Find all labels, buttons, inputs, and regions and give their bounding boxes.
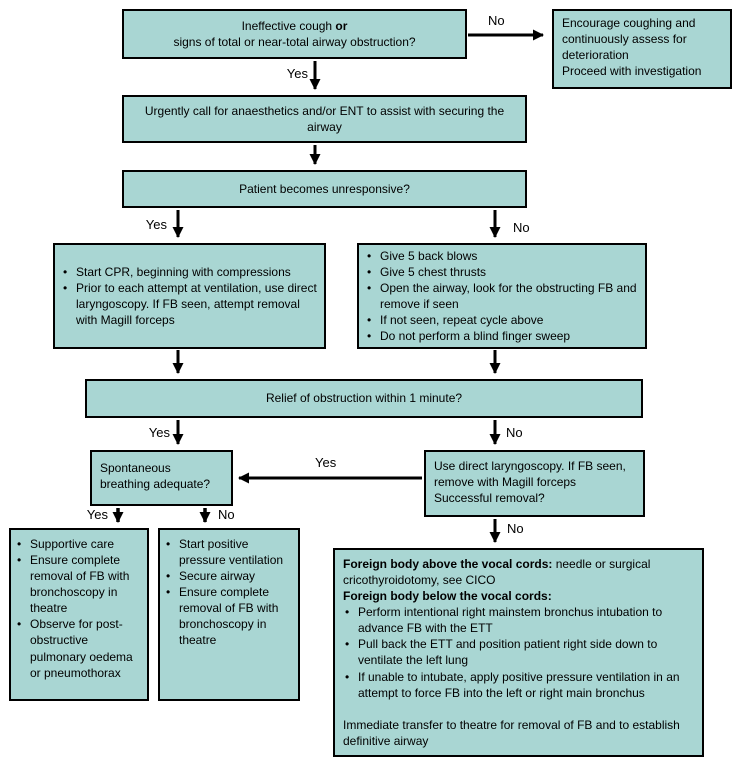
bullet-item: Do not perform a blind finger sweep [365,328,639,344]
bullet-item: If not seen, repeat cycle above [365,312,639,328]
proceed-investigation-text: Proceed with investigation [562,64,702,79]
bullet-item: Prior to each attempt at ventilation, us… [61,280,318,328]
bullet-item: Perform intentional right mainstem bronc… [343,604,694,636]
bullet-item: Start CPR, beginning with compressions [61,264,318,280]
successful-removal-text: Successful removal? [434,491,545,506]
edge-label-no-unresponsive: No [513,220,530,235]
node-call-anaesthetics: Urgently call for anaesthetics and/or EN… [122,95,527,143]
bullet-item: Open the airway, look for the obstructin… [365,280,639,312]
bullet-item: If unable to intubate, apply positive pr… [343,669,694,701]
bullet-item: Give 5 chest thrusts [365,264,639,280]
edge-label-no-start: No [488,13,505,28]
node-relief-question: Relief of obstruction within 1 minute? [85,379,643,418]
node-foreign-body-plan: Foreign body above the vocal cords: need… [333,548,704,757]
bullet-item: Ensure complete removal of FB with bronc… [15,552,143,616]
theatre-transfer-text: Immediate transfer to theatre for remova… [343,717,680,748]
initial-question-line1-regular: Ineffective cough [241,18,336,33]
initial-question-line1-bold: or [335,18,348,33]
edge-label-no-relief: No [506,425,523,440]
node-encourage-coughing: Encourage coughing and continuously asse… [552,9,732,89]
cpr-bullet-list: Start CPR, beginning with compressions P… [61,264,318,328]
bullet-item: Ensure complete removal of FB with bronc… [164,584,294,648]
edge-label-no-removal: No [507,521,524,536]
relief-question-text: Relief of obstruction within 1 minute? [265,391,463,406]
positive-pressure-bullet-list: Start positive pressure ventilation Secu… [164,536,294,649]
back-blows-bullet-list: Give 5 back blows Give 5 chest thrusts O… [365,248,639,345]
initial-question-line2: signs of total or near-total airway obst… [173,35,416,49]
edge-label-yes-start: Yes [286,66,308,81]
foreign-body-above-heading: Foreign body above the vocal cords: need… [343,556,694,588]
foreign-body-below-heading: Foreign body below the vocal cords: [343,589,552,604]
laryngoscopy-text: Use direct laryngoscopy. If FB seen, rem… [434,459,626,490]
breathing-question-text: Spontaneous breathing adequate? [100,461,211,492]
node-laryngoscopy: Use direct laryngoscopy. If FB seen, rem… [424,450,645,517]
bullet-item: Observe for post-obstructive pulmonary o… [15,616,143,680]
initial-question-line1: Ineffective cough or [242,18,348,34]
bullet-item: Give 5 back blows [365,248,639,264]
edge-label-yes-removal: Yes [315,455,337,470]
foreign-body-bullet-list: Perform intentional right mainstem bronc… [343,604,694,700]
node-supportive-care: Supportive care Ensure complete removal … [9,528,149,701]
bullet-item: Start positive pressure ventilation [164,536,294,568]
node-unresponsive-question: Patient becomes unresponsive? [122,170,527,208]
node-initial-question: Ineffective cough or signs of total or n… [122,9,467,59]
node-cpr: Start CPR, beginning with compressions P… [53,243,326,349]
spacer [343,701,694,717]
foreign-body-above-bold: Foreign body above the vocal cords: [343,557,553,571]
node-back-blows: Give 5 back blows Give 5 chest thrusts O… [357,243,647,349]
call-anaesthetics-text: Urgently call for anaesthetics and/or EN… [144,103,505,134]
foreign-body-above-rest: needle or surgical cricothyroidotomy, se… [343,557,651,588]
edge-label-yes-unresponsive: Yes [145,217,167,232]
bullet-item: Pull back the ETT and position patient r… [343,636,694,668]
edge-label-yes-relief: Yes [148,425,170,440]
edge-label-no-breathing: No [218,507,235,522]
bullet-item: Secure airway [164,568,294,584]
supportive-care-bullet-list: Supportive care Ensure complete removal … [15,536,143,681]
node-breathing-question: Spontaneous breathing adequate? [90,450,233,506]
unresponsive-question-text: Patient becomes unresponsive? [239,181,410,196]
node-positive-pressure: Start positive pressure ventilation Secu… [158,528,300,701]
encourage-coughing-text: Encourage coughing and continuously asse… [562,16,696,63]
edge-label-yes-breathing: Yes [86,507,108,522]
bullet-item: Supportive care [15,536,143,552]
